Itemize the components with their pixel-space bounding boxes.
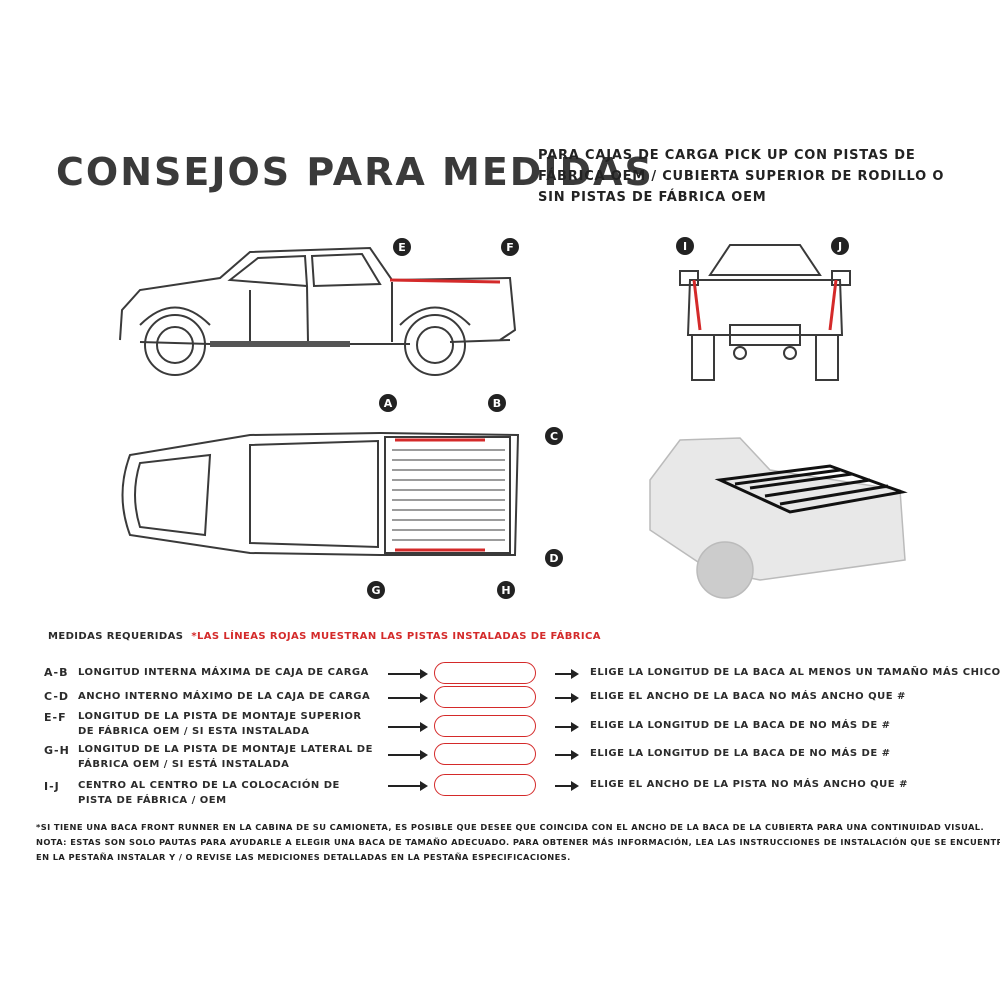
row-description: CENTRO AL CENTRO DE LA COLOCACIÓN DE PIS… [78, 780, 340, 806]
marker-f: F [501, 238, 519, 256]
marker-g: G [367, 581, 385, 599]
arrow-icon [388, 669, 428, 679]
marker-e: E [393, 238, 411, 256]
measure-row-cd: C-D ANCHO INTERNO MÁXIMO DE LA CAJA DE C… [44, 686, 974, 716]
row-result: ELIGE LA LONGITUD DE LA BACA AL MENOS UN… [590, 667, 1000, 678]
row-result: ELIGE EL ANCHO DE LA BACA NO MÁS ANCHO Q… [590, 691, 906, 702]
marker-j: J [831, 237, 849, 255]
measure-row-gh: G-H LONGITUD DE LA PISTA DE MONTAJE LATE… [44, 743, 974, 774]
svg-text:C: C [550, 430, 558, 443]
arrow-icon [555, 722, 579, 732]
arrow-icon [555, 750, 579, 760]
measure-input-ab[interactable] [434, 662, 536, 684]
row-code: A-B [44, 666, 69, 679]
page-title: CONSEJOS PARA MEDIDAS [56, 150, 654, 194]
measure-row-ab: A-B LONGITUD INTERNA MÁXIMA DE CAJA DE C… [44, 662, 1000, 692]
svg-text:G: G [371, 584, 380, 597]
arrow-icon [555, 781, 579, 791]
row-code: C-D [44, 690, 70, 703]
measure-row-ij: I-J CENTRO AL CENTRO DE LA COLOCACIÓN DE… [44, 774, 974, 810]
measure-row-ef: E-F LONGITUD DE LA PISTA DE MONTAJE SUPE… [44, 711, 974, 741]
red-lines-note: *LAS LÍNEAS ROJAS MUESTRAN LAS PISTAS IN… [191, 631, 601, 642]
arrow-icon [388, 750, 428, 760]
measure-input-gh[interactable] [434, 743, 536, 765]
row-code: E-F [44, 711, 67, 724]
arrow-icon [388, 693, 428, 703]
row-description: LONGITUD DE LA PISTA DE MONTAJE LATERAL … [78, 744, 373, 770]
row-result: ELIGE LA LONGITUD DE LA BACA DE NO MÁS D… [590, 720, 891, 731]
page-subtitle: PARA CAJAS DE CARGA PICK UP CON PISTAS D… [538, 148, 945, 205]
footnote-line: NOTA: ESTAS SON SOLO PAUTAS PARA AYUDARL… [36, 837, 1000, 847]
rack-truck-illustration [649, 437, 908, 599]
svg-text:J: J [837, 240, 842, 253]
measure-input-cd[interactable] [434, 686, 536, 708]
svg-text:B: B [493, 397, 501, 410]
marker-a: A [379, 394, 397, 412]
row-description: LONGITUD DE LA PISTA DE MONTAJE SUPERIOR… [78, 711, 362, 737]
svg-text:E: E [398, 241, 406, 254]
marker-h: H [497, 581, 515, 599]
svg-text:D: D [549, 552, 558, 565]
measure-input-ef[interactable] [434, 715, 536, 737]
row-result: ELIGE LA LONGITUD DE LA BACA DE NO MÁS D… [590, 748, 891, 759]
svg-text:H: H [501, 584, 510, 597]
top-truck-illustration [121, 431, 520, 556]
footnote-line: *SI TIENE UNA BACA FRONT RUNNER EN LA CA… [36, 822, 985, 832]
arrow-icon [388, 781, 428, 791]
marker-b: B [488, 394, 506, 412]
rear-truck-illustration [679, 244, 851, 381]
marker-d: D [545, 549, 563, 567]
footnote-line: EN LA PESTAÑA INSTALAR Y / O REVISE LAS … [36, 852, 571, 862]
row-description: ANCHO INTERNO MÁXIMO DE LA CAJA DE CARGA [78, 691, 371, 702]
row-code: G-H [44, 744, 70, 757]
row-code: I-J [44, 780, 60, 793]
arrow-icon [555, 669, 579, 679]
arrow-icon [555, 693, 579, 703]
row-description: LONGITUD INTERNA MÁXIMA DE CAJA DE CARGA [78, 667, 369, 678]
required-label: MEDIDAS REQUERIDAS [48, 631, 184, 642]
svg-text:F: F [506, 241, 514, 254]
footnotes: *SI TIENE UNA BACA FRONT RUNNER EN LA CA… [36, 820, 1000, 865]
measure-input-ij[interactable] [434, 774, 536, 796]
row-result: ELIGE EL ANCHO DE LA PISTA NO MÁS ANCHO … [590, 779, 908, 790]
side-truck-illustration [119, 246, 517, 376]
arrow-icon [388, 722, 428, 732]
required-measures-label: MEDIDAS REQUERIDAS *LAS LÍNEAS ROJAS MUES… [48, 631, 601, 642]
svg-text:A: A [384, 397, 393, 410]
marker-c: C [545, 427, 563, 445]
svg-text:I: I [683, 240, 687, 253]
marker-i: I [676, 237, 694, 255]
